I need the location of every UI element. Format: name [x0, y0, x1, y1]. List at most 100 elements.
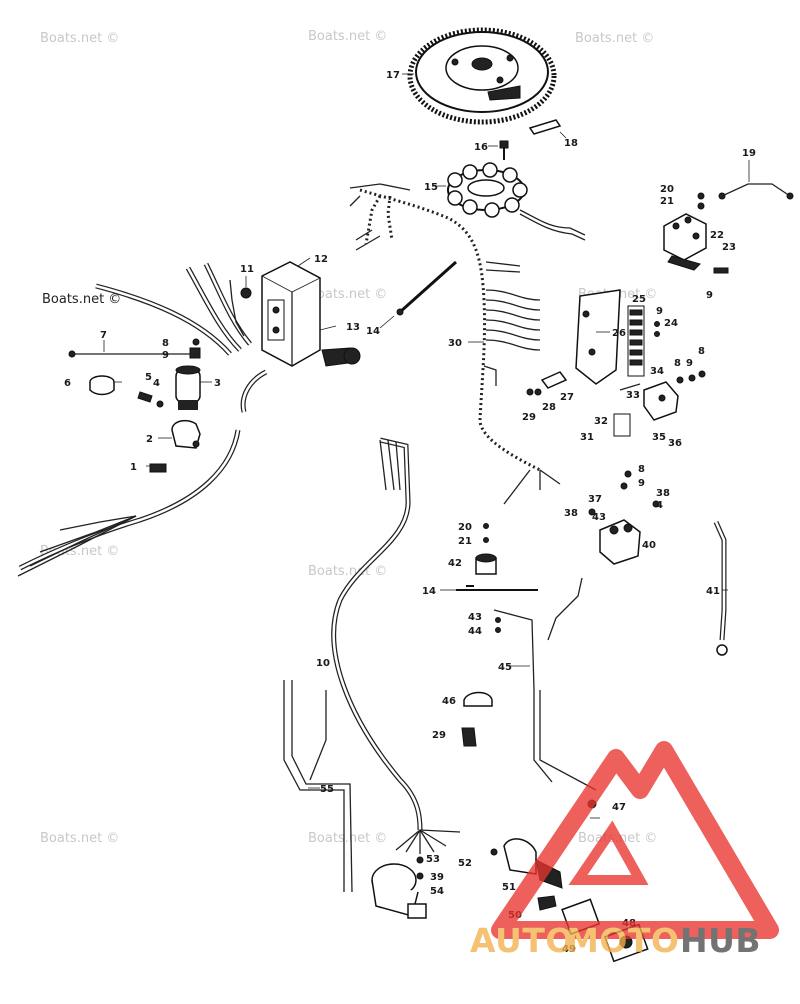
callout-label: 8 — [638, 464, 645, 475]
callout-label: 38 — [656, 488, 670, 499]
wire-part-7 — [68, 347, 201, 359]
callout-label: 3 — [214, 378, 221, 389]
logo-word-auto: AUTO — [470, 921, 574, 960]
callout-label: 7 — [100, 330, 107, 341]
ground-wire-part-19 — [718, 183, 794, 200]
callout-label: 14 — [366, 326, 380, 337]
callout-leaders — [103, 73, 750, 819]
bracket-part-2 — [171, 419, 201, 449]
callout-label: 55 — [320, 784, 334, 795]
callout-label: 8 — [698, 346, 705, 357]
callout-label: 39 — [430, 872, 444, 883]
callout-label: 11 — [240, 264, 254, 275]
callout-label: 24 — [664, 318, 678, 329]
nut-part-11 — [240, 287, 252, 299]
screw-part-1 — [149, 463, 167, 473]
callout-label: 27 — [560, 392, 574, 403]
callout-label: 45 — [498, 662, 512, 673]
clip-part-33 — [619, 383, 641, 391]
watermark-group: Boats.net © Boats.net © Boats.net © Boat… — [40, 29, 657, 846]
watermark-text: Boats.net © — [308, 831, 387, 846]
wire-harness-part-55 — [283, 680, 353, 893]
callout-label: 20 — [458, 522, 472, 533]
callout-label: 6 — [64, 378, 71, 389]
callout-label: 9 — [638, 478, 645, 489]
callout-label: 5 — [145, 372, 152, 383]
callout-label: 25 — [632, 294, 646, 305]
watermark-text: Boats.net © — [40, 831, 119, 846]
callout-label: 40 — [642, 540, 656, 551]
callout-label: 32 — [594, 416, 608, 427]
callout-label: 26 — [612, 328, 626, 339]
callout-label: 13 — [346, 322, 360, 333]
callout-label: 18 — [564, 138, 578, 149]
ring-part-6 — [89, 375, 115, 396]
callout-label: 12 — [314, 254, 328, 265]
connector-part-32-31 — [613, 413, 631, 437]
callout-label: 42 — [448, 558, 462, 569]
callout-label: 9 — [162, 350, 169, 361]
callout-label: 54 — [430, 886, 444, 897]
solenoid-part-40 — [588, 470, 660, 565]
flywheel-part — [407, 27, 557, 125]
horn-part-54 — [371, 856, 427, 919]
callout-label: 36 — [668, 438, 682, 449]
callout-label: 44 — [468, 626, 482, 637]
logo-word-hub: HUB — [680, 921, 761, 960]
callout-label: 2 — [146, 434, 153, 445]
callout-label: 29 — [522, 412, 536, 423]
watermark-text: Boats.net © — [308, 564, 387, 579]
watermark-text-dark: Boats.net © — [42, 292, 121, 307]
watermark-text: Boats.net © — [575, 31, 654, 46]
relay-part-34 — [643, 370, 706, 421]
callout-label: 43 — [592, 512, 606, 523]
bolt-part-16 — [499, 140, 509, 160]
callout-label: 37 — [588, 494, 602, 505]
callout-label: 15 — [424, 182, 438, 193]
stator-part — [447, 162, 586, 241]
coil-part-13 — [321, 347, 361, 367]
callout-label: 9 — [706, 290, 713, 301]
callout-label: 19 — [742, 148, 756, 159]
callout-label: 28 — [542, 402, 556, 413]
switch-box-part — [261, 261, 321, 367]
watermark-text: Boats.net © — [308, 29, 387, 44]
hardware-24 — [654, 321, 660, 337]
pack-wires — [95, 262, 252, 356]
rectifier-part — [663, 192, 729, 274]
callout-label: 30 — [448, 338, 462, 349]
automotohub-logo: AUTO MOTO HUB — [470, 741, 779, 960]
callout-label: 9 — [686, 358, 693, 369]
mount-plate-part-26 — [575, 289, 621, 385]
callout-label: 1 — [130, 462, 137, 473]
watermark-text: Boats.net © — [40, 31, 119, 46]
callout-label: 14 — [422, 586, 436, 597]
bolt-part-29-lower — [461, 727, 477, 747]
callout-labels: 1 2 3 4 5 6 7 8 9 10 11 12 13 14 15 16 1… — [64, 70, 756, 955]
flywheel-key-part — [528, 119, 562, 135]
callout-label: 35 — [652, 432, 666, 443]
callout-label: 8 — [674, 358, 681, 369]
logo-word-moto: MOTO — [566, 921, 679, 960]
callout-label: 4 — [153, 378, 160, 389]
hardware-8-9 — [192, 338, 200, 346]
callout-label: 4 — [656, 500, 663, 511]
plug-part-42 — [475, 523, 497, 575]
cable-part-10 — [331, 437, 461, 854]
callout-label: 49 — [562, 944, 576, 955]
screw-part-29 — [526, 388, 534, 396]
callout-label: 43 — [468, 612, 482, 623]
logo-triangle-inner — [568, 820, 649, 885]
key-part-50 — [537, 895, 557, 911]
logo-triangle-outer — [491, 741, 779, 939]
callout-label: 10 — [316, 658, 330, 669]
callout-label: 46 — [442, 696, 456, 707]
callout-label: 17 — [386, 70, 400, 81]
callout-label: 38 — [564, 508, 578, 519]
callout-label: 47 — [612, 802, 626, 813]
callout-label: 20 — [660, 184, 674, 195]
ignition-coil-part — [175, 365, 201, 410]
screw-5-4 — [137, 391, 164, 408]
